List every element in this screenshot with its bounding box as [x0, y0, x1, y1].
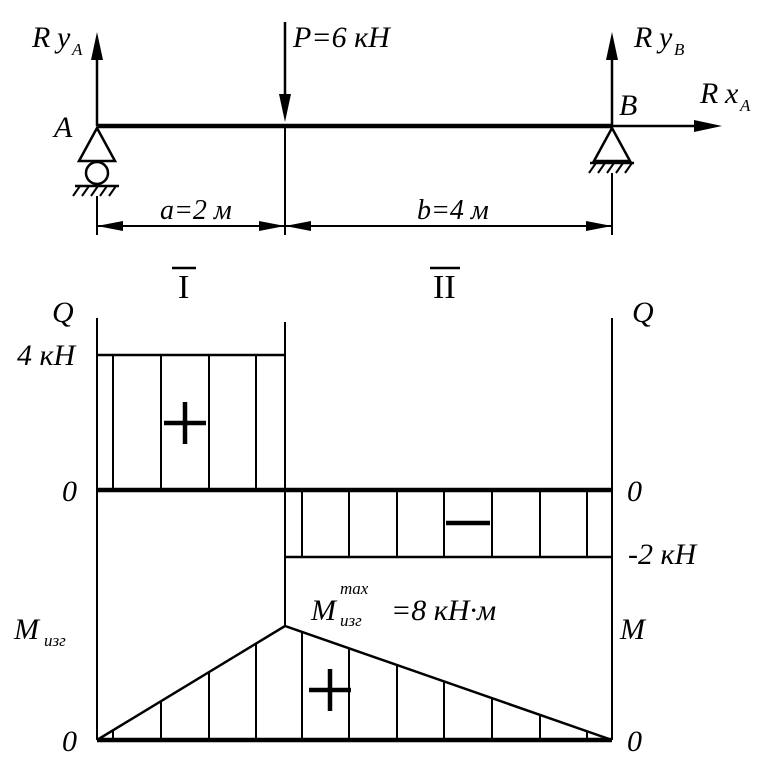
shear-left-axis-label: Q: [52, 296, 74, 329]
moment-zero-left: 0: [62, 725, 77, 758]
reaction-ya-arrow-head: [91, 32, 103, 60]
point-a-label: A: [52, 111, 73, 144]
force-p-arrow-head: [279, 94, 291, 122]
dim-a-label: a=2 м: [160, 195, 232, 226]
shear-positive-hatching: [112, 355, 257, 490]
support-b-pin: [588, 125, 634, 174]
moment-right-axis-label: M: [619, 613, 647, 646]
moment-zero-right: 0: [627, 725, 642, 758]
moment-max-main: M: [310, 594, 338, 627]
shear-zero-left: 0: [62, 475, 77, 508]
shear-zero-right: 0: [627, 475, 642, 508]
section-2-label: II: [433, 269, 456, 306]
force-p-label: P=6 кН: [292, 21, 392, 54]
ry-b-label-sub: y: [656, 21, 673, 54]
rx-a-label-subsub: A: [739, 96, 751, 115]
shear-right-axis-label: Q: [632, 296, 654, 329]
rx-a-label-main: R: [699, 77, 718, 110]
dim-a-arrow-right: [259, 221, 285, 231]
shear-max-label: 4 кН: [17, 339, 78, 372]
dim-a-arrow-left: [97, 221, 123, 231]
moment-plus-sign: [309, 669, 351, 711]
support-a-roller: [72, 125, 119, 197]
moment-max-value: =8 кН·м: [391, 594, 496, 627]
shear-negative-hatching: [301, 490, 588, 557]
ry-b-label-subsub: B: [674, 40, 685, 59]
ry-a-label-subsub: A: [71, 40, 83, 59]
shear-plus-sign: [164, 402, 206, 444]
ry-a-label-main: R: [31, 21, 50, 54]
reaction-xa-arrow-head: [694, 120, 722, 132]
moment-hatching: [112, 632, 588, 740]
section-1-label: I: [178, 269, 189, 306]
moment-left-axis-main: M: [13, 613, 41, 646]
dim-b-arrow-left: [285, 221, 311, 231]
moment-max-sub: изг: [340, 611, 362, 630]
reaction-yb-arrow-head: [606, 32, 618, 60]
moment-max-sup: max: [340, 579, 369, 598]
point-b-label: B: [619, 89, 637, 122]
shear-min-label: -2 кН: [628, 538, 699, 571]
dim-b-label: b=4 м: [417, 195, 489, 226]
rx-a-label-sub: x: [724, 77, 739, 110]
moment-left-axis-sub: изг: [44, 631, 66, 650]
ry-a-label-sub: y: [54, 21, 71, 54]
ry-b-label-main: R: [633, 21, 652, 54]
moment-outline: [96, 624, 613, 742]
dim-b-arrow-right: [586, 221, 612, 231]
